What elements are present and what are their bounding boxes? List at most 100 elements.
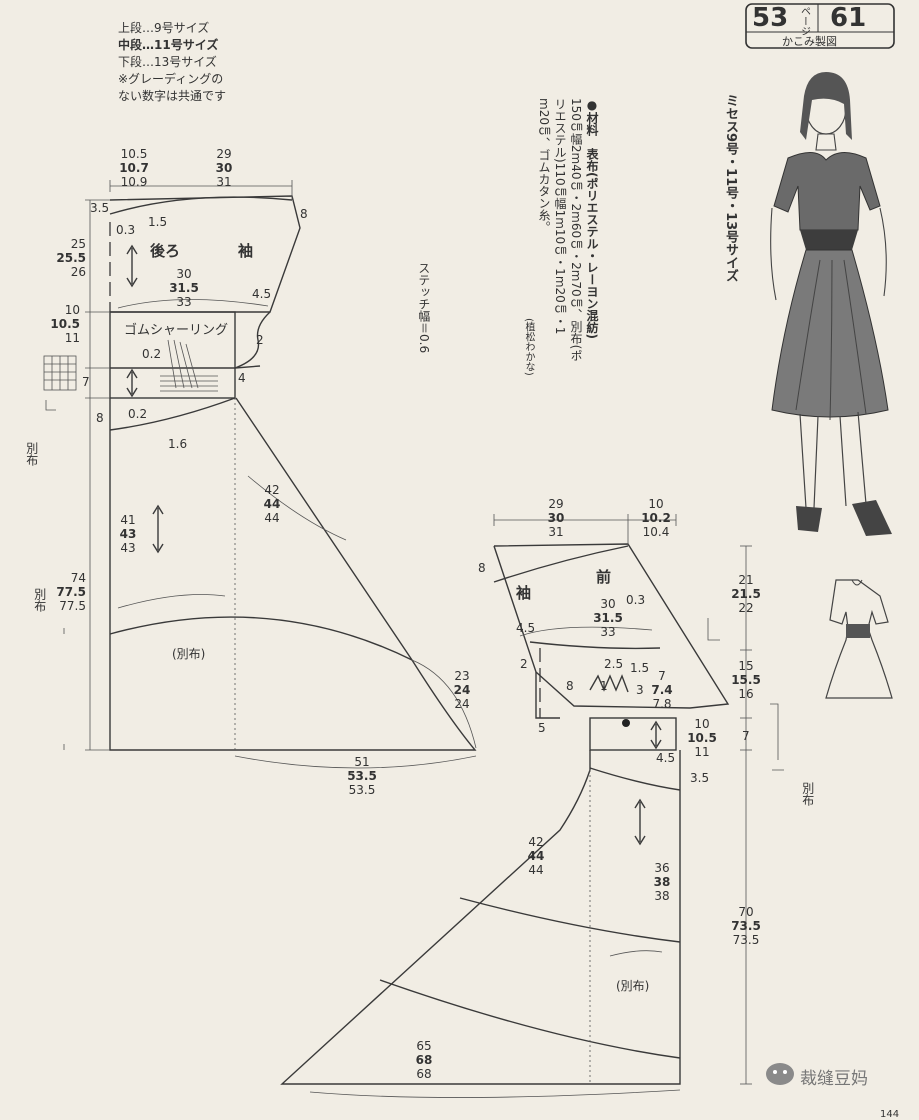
size-legend: 上段…9号サイズ 中段…11号サイズ 下段…13号サイズ ※グレーディングの な… xyxy=(118,20,226,105)
back-inner-dim-3: 43 xyxy=(120,541,135,555)
legend-line-1: 上段…9号サイズ xyxy=(118,21,210,35)
front-dim-3-5: 3.5 xyxy=(690,771,709,785)
front-dim-4-5: 4.5 xyxy=(516,621,535,635)
page-unit-label: ページ xyxy=(798,6,810,36)
front-bottom-dim-1: 65 xyxy=(416,1039,431,1053)
materials-block: ●材料 表布(ポリエステル・レーヨン混紡) 150㎝幅2m40㎝・2m60㎝・2… xyxy=(518,98,599,408)
front-dim-8b: 8 xyxy=(566,679,574,693)
back-left-dim-c-3: 77.5 xyxy=(59,599,86,613)
front-dim-10-2: 10.5 xyxy=(687,731,717,745)
back-left-dim-c-1: 74 xyxy=(71,571,86,585)
front-dim-1: 1 xyxy=(600,679,608,693)
size-title: ミセス9号・11号・13号サイズ xyxy=(722,94,738,283)
back-view-dress xyxy=(825,579,893,699)
materials-col-2: 150㎝幅2m40㎝・2m60㎝・2m70㎝、別布(ポ xyxy=(569,98,583,362)
back-dim-7: 7 xyxy=(82,375,90,389)
front-pleats xyxy=(589,674,629,693)
front-side-betsununo: 別布 xyxy=(800,782,815,806)
materials-col-3: リエステル)110㎝幅1m10㎝・1m20㎝・1 xyxy=(553,98,567,335)
back-left-dim-a-1: 25 xyxy=(71,237,86,251)
back-dim-0-2b: 0.2 xyxy=(128,407,147,421)
watermark-text: 裁缝豆妈 xyxy=(800,1069,868,1089)
front-right-dim-b-2: 15.5 xyxy=(731,673,761,687)
front-top-width-a-2: 30 xyxy=(548,511,565,525)
back-side-betsununo-2: 別布 xyxy=(32,588,47,612)
back-skirt xyxy=(109,397,477,751)
back-left-dim-b-3: 11 xyxy=(65,331,80,345)
front-mid-dim-2: 31.5 xyxy=(593,611,623,625)
back-diag-dim-3: 44 xyxy=(264,511,279,525)
shirring-hatch xyxy=(160,339,218,392)
legend-line-2: 中段…11号サイズ xyxy=(118,38,219,52)
back-dim-1-5: 1.5 xyxy=(148,215,167,229)
front-dim-7b: 7 xyxy=(742,729,750,743)
front-dim-7-1: 7 xyxy=(658,669,666,683)
page-number-bottom: 144 xyxy=(880,1109,900,1120)
shirring-label: ゴムシャーリング xyxy=(124,322,228,338)
front-right-dim-b-1: 15 xyxy=(738,659,753,673)
front-bottom-dim-3: 68 xyxy=(416,1067,431,1081)
publisher-label: かこみ製図 xyxy=(782,35,837,48)
back-left-dim-b-1: 10 xyxy=(65,303,80,317)
front-inner-dim-3: 38 xyxy=(654,889,669,903)
back-inner-dim-2: 43 xyxy=(120,527,137,541)
back-dim-3-5: 3.5 xyxy=(90,201,109,215)
front-skirt xyxy=(280,750,681,1085)
front-mid-dim-1: 30 xyxy=(600,597,615,611)
front-dim-3: 3 xyxy=(636,683,644,697)
front-inner-dim-1: 36 xyxy=(654,861,669,875)
back-side-betsununo-1: 別布 xyxy=(24,442,39,466)
front-dim-5: 5 xyxy=(538,721,546,735)
back-top-width-b-3: 31 xyxy=(216,175,231,189)
back-top-width-a-3: 10.9 xyxy=(121,175,148,189)
page-number-right: 61 xyxy=(830,3,867,33)
back-dim-2: 2 xyxy=(256,333,264,347)
back-mid-dim-3: 33 xyxy=(176,295,191,309)
back-left-dim-c-2: 77.5 xyxy=(56,585,86,599)
back-bodice xyxy=(109,311,236,399)
front-bodice xyxy=(589,717,677,751)
front-title-label: 前 xyxy=(596,568,611,586)
legend-line-5: ない数字は共通です xyxy=(118,89,227,103)
model-illustration xyxy=(770,72,893,699)
back-dim-8: 8 xyxy=(300,207,308,221)
front-top-width-b-1: 10 xyxy=(648,497,663,511)
front-right-dim-a-1: 21 xyxy=(738,573,753,587)
back-left-dim-a-3: 26 xyxy=(71,265,86,279)
page-reference-box xyxy=(745,3,895,49)
back-dim-4-5: 4.5 xyxy=(252,287,271,301)
back-title-label: 後ろ xyxy=(149,242,180,260)
back-left-dim-b-2: 10.5 xyxy=(50,317,80,331)
back-right-dim-2: 24 xyxy=(454,683,471,697)
front-right-dim-a-2: 21.5 xyxy=(731,587,761,601)
back-left-dim-a-2: 25.5 xyxy=(56,251,86,265)
front-dim-8: 8 xyxy=(478,561,486,575)
page-number-left: 53 xyxy=(752,3,789,33)
materials-col-5: (植松わかな) xyxy=(523,318,534,376)
front-sleeve-label: 袖 xyxy=(516,584,531,602)
front-diag-dim-1: 42 xyxy=(528,835,543,849)
front-dim-2: 2 xyxy=(520,657,528,671)
back-dim-1-6: 1.6 xyxy=(168,437,187,451)
front-dim-10-1: 10 xyxy=(694,717,709,731)
stitch-width-label: ステッチ幅＝0.6 xyxy=(416,262,431,354)
back-diag-dim-2: 44 xyxy=(264,497,281,511)
legend-line-4: ※グレーディングの xyxy=(118,72,224,86)
front-top-width-b-3: 10.4 xyxy=(643,525,670,539)
front-betsununo-label: (別布) xyxy=(616,979,649,993)
front-mid-dim-3: 33 xyxy=(600,625,615,639)
front-pattern xyxy=(280,514,784,1098)
back-right-dim-1: 23 xyxy=(454,669,469,683)
front-dim-1-5: 1.5 xyxy=(630,661,649,675)
watermark-logo xyxy=(766,1063,794,1085)
front-dim-7-2: 7.4 xyxy=(651,683,672,697)
front-diag-dim-3: 44 xyxy=(528,863,543,877)
front-top-width-a-3: 31 xyxy=(548,525,563,539)
back-mid-dim-1: 30 xyxy=(176,267,191,281)
front-dim-2-5: 2.5 xyxy=(604,657,623,671)
front-top-width-b-2: 10.2 xyxy=(641,511,671,525)
front-dim-0-3: 0.3 xyxy=(626,593,645,607)
back-mid-dim-2: 31.5 xyxy=(169,281,199,295)
front-right-dim-c-3: 73.5 xyxy=(733,933,760,947)
back-sleeve-outline xyxy=(109,195,301,313)
